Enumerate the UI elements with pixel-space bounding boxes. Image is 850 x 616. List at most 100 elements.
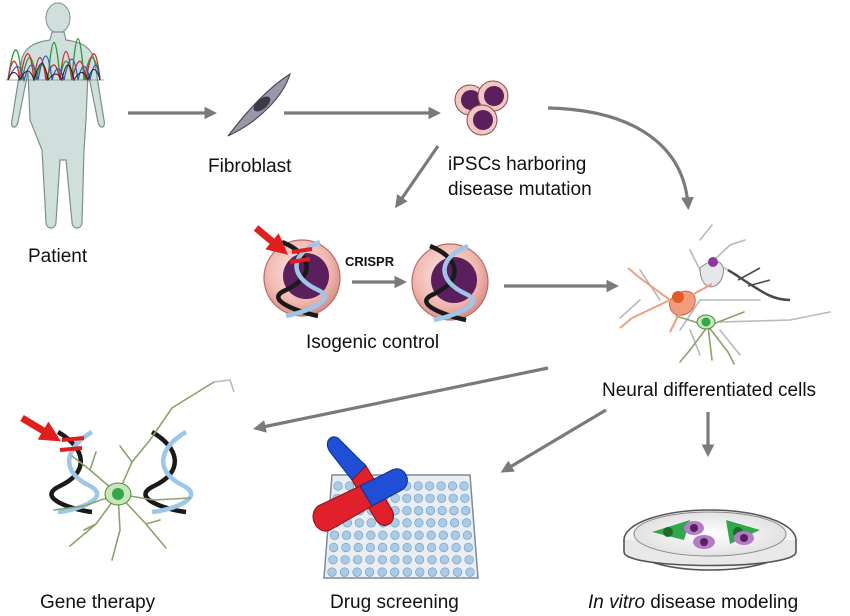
plate-well [342, 530, 352, 540]
plate-well [365, 567, 375, 577]
plate-well [366, 518, 376, 528]
plate-well [377, 555, 388, 565]
plate-well [402, 542, 412, 553]
plate-well [450, 518, 460, 528]
disease-modeling-label: In vitro disease modeling [588, 592, 798, 613]
plate-well [465, 567, 475, 577]
plate-well [402, 518, 412, 528]
plate-well [460, 493, 470, 503]
plate-well [427, 567, 438, 577]
plate-well [425, 506, 436, 516]
plate-well [390, 555, 400, 565]
neuron-dna-icon [20, 379, 235, 561]
plate-well [436, 481, 446, 491]
plate-well [402, 493, 412, 503]
plate-well [339, 567, 350, 577]
dna-cell-icon [253, 225, 341, 319]
plate-well [426, 530, 436, 540]
plate-well [340, 555, 350, 565]
ipsc-label-line1: iPSCs harboring [448, 154, 586, 175]
plate-well [415, 555, 425, 565]
plate-well [377, 567, 387, 577]
plate-well [353, 542, 363, 553]
plate-well [414, 530, 424, 540]
plate-well [366, 530, 376, 540]
plate-well [402, 530, 412, 540]
fibroblast-cell-icon [227, 72, 292, 137]
plate-well [390, 530, 400, 540]
mutation-arrow-icon-gene [20, 414, 62, 442]
plate-well [414, 518, 424, 528]
plate-well [439, 555, 450, 565]
plate-well [402, 506, 412, 516]
plate-well [341, 542, 351, 553]
arrow-neural-to-gene-therapy [252, 366, 549, 433]
plate-well [462, 518, 472, 528]
plate-well [447, 481, 458, 491]
plate-well [459, 481, 469, 491]
plate-well [464, 555, 474, 565]
plate-well [461, 506, 471, 516]
ipsc-label-line2: disease mutation [448, 179, 592, 200]
dna-cell-icon-corrected [411, 243, 489, 323]
plate-well [427, 542, 437, 553]
neuron-network-icon [619, 224, 831, 365]
plate-well [452, 567, 463, 577]
neural-label: Neural differentiated cells [602, 380, 816, 401]
arrow-ipsc-to-neural [547, 106, 694, 211]
plate-well [413, 481, 423, 491]
crispr-label: CRISPR [345, 254, 395, 269]
plate-well [333, 481, 343, 491]
plate-well [330, 530, 340, 540]
mutation-arrow-icon [253, 225, 289, 255]
human-silhouette-icon [6, 2, 105, 229]
plate-well [354, 530, 364, 540]
plate-well [354, 518, 364, 528]
plate-well [352, 567, 362, 577]
plate-well [414, 506, 424, 516]
gene-therapy-label: Gene therapy [40, 592, 156, 613]
plate-well [328, 555, 338, 565]
plate-well [402, 555, 412, 565]
plate-well [463, 542, 473, 553]
plate-well [344, 481, 355, 491]
plate-well [439, 542, 449, 553]
plate-well [440, 567, 450, 577]
plate-well [450, 530, 461, 540]
plate-well [402, 567, 412, 577]
arrow-neural-to-drug-screening [500, 408, 607, 473]
plate-well [327, 567, 337, 577]
plate-well [449, 506, 459, 516]
petri-dish-icon [623, 509, 797, 571]
arrow-ipsc-to-isogenic [395, 145, 440, 209]
plate-well [452, 555, 462, 565]
plate-well [329, 542, 339, 553]
plate-well [425, 481, 435, 491]
plate-well [427, 555, 437, 565]
fibroblast-label: Fibroblast [208, 156, 292, 177]
drug-screening-label: Drug screening [330, 592, 459, 613]
plate-well [425, 493, 435, 503]
isogenic-label: Isogenic control [306, 332, 439, 353]
ipsc-cluster-icon [454, 80, 509, 136]
plate-well [390, 542, 400, 553]
plate-well [365, 542, 376, 553]
plate-well [462, 530, 473, 540]
plate-well [437, 493, 447, 503]
plate-well [415, 567, 425, 577]
patient-label: Patient [28, 246, 88, 267]
plate-well [353, 555, 363, 565]
plate-well [365, 555, 375, 565]
in-vitro-italic: In vitro [588, 592, 645, 613]
plate-well [448, 493, 458, 503]
plate-well [378, 542, 388, 553]
plate-well [437, 506, 447, 516]
plate-well [426, 518, 436, 528]
plate-well [414, 542, 425, 553]
pill-capsule-icon [312, 436, 408, 532]
plate-well [413, 493, 424, 503]
plate-well [438, 530, 448, 540]
plate-well [451, 542, 461, 553]
